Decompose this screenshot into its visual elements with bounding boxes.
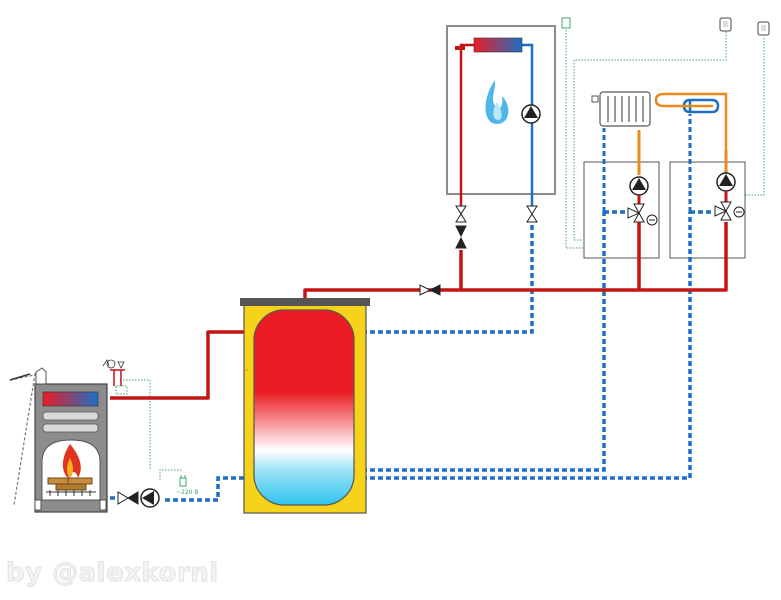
gas-boiler-valves (455, 205, 538, 249)
shutoff-valve-icon (117, 491, 139, 505)
power-plug-icon (179, 475, 187, 487)
outdoor-sensor-icon (757, 21, 770, 36)
author-watermark: by @alexkorni (6, 558, 219, 589)
outdoor-sensor-wire-1 (574, 32, 727, 61)
underfloor-coil (654, 92, 728, 152)
boiler-pump-group: ~220 В (117, 475, 199, 508)
mixing-station-2 (714, 172, 745, 221)
boiler-controller-wire (120, 379, 151, 470)
gas-boiler-pump-icon (521, 104, 541, 124)
boiler-circulation-pump-icon (140, 488, 160, 508)
main-check-valve-icon (419, 284, 441, 296)
power-label: ~220 В (176, 489, 199, 496)
sensor-wire-1 (573, 60, 583, 241)
circulation-pump-icon (716, 172, 736, 192)
fire-icon (62, 444, 81, 478)
mixing-station-1-box (583, 161, 660, 259)
return-line-radiator (362, 212, 606, 472)
outdoor-sensor-icon (719, 17, 732, 32)
buffer-tank (240, 298, 370, 514)
circulation-pump-icon (629, 176, 649, 196)
air-vent-icon (102, 359, 110, 367)
room-thermostat-icon (561, 17, 571, 29)
boiler-to-tank-supply (110, 330, 244, 400)
return-line-main (362, 212, 692, 480)
flue-pipe-icon (9, 373, 36, 506)
gas-boiler-heat-exchanger (473, 37, 523, 53)
boiler-heat-exchanger (42, 391, 99, 407)
return-pipes (110, 210, 714, 502)
safety-valve-icon (117, 361, 125, 369)
gas-flame-icon (485, 80, 509, 124)
ball-valve-icon (526, 205, 538, 223)
outdoor-sensor-wire-2 (745, 38, 765, 196)
mixing-station-1 (627, 176, 658, 290)
pump-power-wire (159, 469, 182, 480)
radiator-valve-icon (591, 95, 599, 103)
gas-boiler (446, 25, 556, 208)
circuit-supply-lines (602, 114, 728, 212)
signal-wires (120, 30, 765, 480)
return-to-gas-boiler (362, 224, 534, 334)
check-valve-icon (455, 225, 467, 249)
valve-actuator-icon (733, 206, 745, 218)
tank-top-to-distribution (303, 222, 728, 308)
boiler-temp-sensor-icon (115, 385, 128, 395)
firewood-icon (47, 477, 93, 491)
ball-valve-icon (455, 205, 467, 223)
gas-boiler-hot-line (459, 43, 474, 208)
grate-icon (46, 490, 96, 496)
three-way-valve-icon (714, 201, 732, 221)
gas-boiler-cold-line (521, 43, 534, 208)
solid-fuel-boiler (9, 367, 108, 513)
safety-group (102, 359, 128, 395)
room-thermostat-wire (565, 30, 583, 249)
return-from-tank-to-boiler (165, 476, 244, 502)
radiator (591, 91, 651, 127)
valve-actuator-icon (646, 214, 658, 226)
